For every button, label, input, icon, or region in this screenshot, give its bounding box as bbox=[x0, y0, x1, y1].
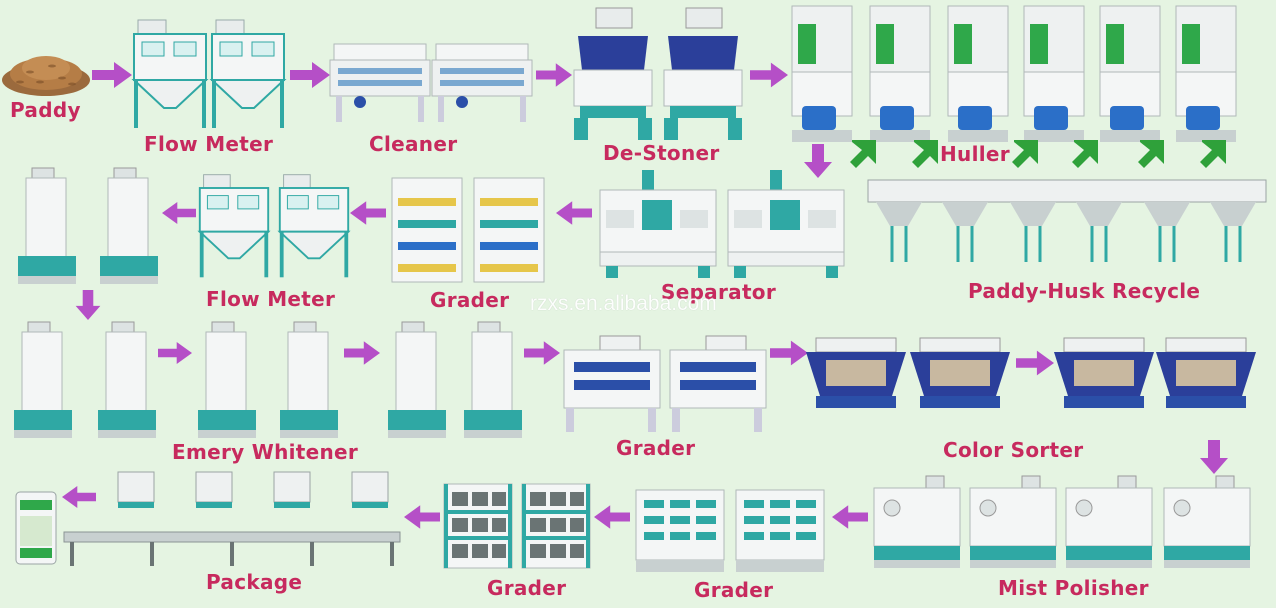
stage-label-grader: Grader bbox=[616, 436, 696, 460]
arrow-icon bbox=[350, 201, 386, 225]
color-sorter-machine bbox=[806, 337, 906, 408]
stage-label-grader: Grader bbox=[430, 288, 510, 312]
recycle-arrow-icon bbox=[1072, 140, 1098, 168]
grader-machine bbox=[635, 489, 725, 572]
destoner-machine bbox=[663, 7, 743, 140]
mist-polisher-machine bbox=[969, 475, 1057, 568]
arrow-icon bbox=[524, 341, 560, 365]
huller-machine bbox=[1175, 5, 1237, 142]
mist-polisher-machine bbox=[873, 475, 961, 568]
rice-bag-image bbox=[15, 491, 57, 565]
stage-label-emery-whitener: Emery Whitener bbox=[172, 440, 359, 464]
arrow-icon bbox=[770, 340, 808, 366]
arrow-icon bbox=[804, 144, 832, 178]
arrow-icon bbox=[75, 290, 101, 320]
stage-label-flow-meter: Flow Meter bbox=[144, 132, 274, 156]
stage-label-grader: Grader bbox=[487, 576, 567, 600]
recycle-arrow-icon bbox=[850, 140, 876, 168]
whitener-machine bbox=[198, 321, 256, 438]
grader-machine bbox=[563, 335, 661, 432]
huller-machine bbox=[791, 5, 853, 142]
arrow-icon bbox=[594, 505, 630, 529]
arrow-icon bbox=[344, 341, 380, 365]
huller-machine bbox=[869, 5, 931, 142]
flow-meter-machine bbox=[209, 19, 287, 128]
paddy-husk-recycle-machine bbox=[867, 179, 1267, 262]
huller-machine bbox=[1023, 5, 1085, 142]
flow-meter-machine bbox=[197, 174, 271, 278]
arrow-icon bbox=[62, 485, 96, 509]
whitener-machine bbox=[280, 321, 338, 438]
arrow-icon bbox=[750, 62, 788, 88]
huller-machine bbox=[1099, 5, 1161, 142]
color-sorter-machine bbox=[1156, 337, 1256, 408]
grader-machine bbox=[443, 483, 513, 569]
huller-machine bbox=[947, 5, 1009, 142]
grader-machine bbox=[473, 177, 545, 283]
whitener-machine bbox=[18, 167, 76, 284]
recycle-arrow-icon bbox=[1200, 140, 1226, 168]
arrow-icon bbox=[290, 62, 330, 88]
arrow-icon bbox=[1016, 350, 1054, 376]
stage-label-huller: Huller bbox=[940, 142, 1010, 166]
cleaner-machine bbox=[431, 43, 533, 122]
stage-label-color-sorter: Color Sorter bbox=[943, 438, 1084, 462]
color-sorter-machine bbox=[1054, 337, 1154, 408]
packaging-machine bbox=[63, 471, 401, 566]
grader-machine bbox=[521, 483, 591, 569]
separator-machine bbox=[727, 170, 845, 278]
cleaner-machine bbox=[329, 43, 431, 122]
destoner-machine bbox=[573, 7, 653, 140]
separator-machine bbox=[599, 170, 717, 278]
mist-polisher-machine bbox=[1065, 475, 1153, 568]
arrow-icon bbox=[162, 201, 196, 225]
recycle-arrow-icon bbox=[912, 140, 938, 168]
stage-label-paddy-husk-recycle: Paddy-Husk Recycle bbox=[968, 279, 1201, 303]
stage-label-grader: Grader bbox=[694, 578, 774, 602]
whitener-machine bbox=[388, 321, 446, 438]
arrow-icon bbox=[92, 62, 132, 88]
flow-meter-machine bbox=[277, 174, 351, 278]
paddy-grain-image bbox=[2, 56, 90, 96]
recycle-arrow-icon bbox=[1012, 140, 1038, 168]
grader-machine bbox=[669, 335, 767, 432]
stage-label-cleaner: Cleaner bbox=[369, 132, 458, 156]
arrow-icon bbox=[158, 341, 192, 365]
stage-label-mist-polisher: Mist Polisher bbox=[998, 576, 1149, 600]
arrow-icon bbox=[1200, 440, 1228, 474]
color-sorter-machine bbox=[910, 337, 1010, 408]
arrow-icon bbox=[536, 63, 572, 87]
whitener-machine bbox=[100, 167, 158, 284]
stage-label-destoner: De-Stoner bbox=[603, 141, 720, 165]
recycle-arrow-icon bbox=[1138, 140, 1164, 168]
watermark-text: rzxs.en.alibaba.com bbox=[530, 292, 717, 315]
arrow-icon bbox=[404, 505, 440, 529]
arrow-icon bbox=[556, 201, 592, 225]
stage-label-paddy: Paddy bbox=[10, 98, 81, 122]
mist-polisher-machine bbox=[1163, 475, 1251, 568]
stage-label-package: Package bbox=[206, 570, 303, 594]
flow-meter-machine bbox=[131, 19, 209, 128]
whitener-machine bbox=[98, 321, 156, 438]
whitener-machine bbox=[14, 321, 72, 438]
whitener-machine bbox=[464, 321, 522, 438]
stage-label-separator: Separator bbox=[661, 280, 777, 304]
grader-machine bbox=[735, 489, 825, 572]
arrow-icon bbox=[832, 505, 868, 529]
grader-machine bbox=[391, 177, 463, 283]
stage-label-flow-meter: Flow Meter bbox=[206, 287, 336, 311]
